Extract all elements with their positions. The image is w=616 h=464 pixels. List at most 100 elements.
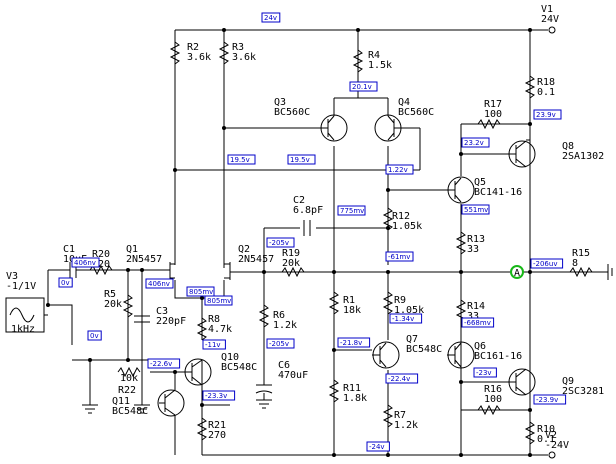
voltage-label: 20.1v bbox=[349, 81, 378, 92]
voltage-text: 23.2v bbox=[464, 139, 484, 147]
component-text: BC548C bbox=[112, 406, 148, 417]
component-text: 2SC3281 bbox=[562, 386, 604, 397]
component-text: 20k bbox=[282, 258, 300, 269]
component-text: BC548C bbox=[221, 362, 257, 373]
component-text: R13 bbox=[467, 234, 485, 245]
resistor-r2 bbox=[169, 41, 181, 65]
component-label-v3f: 1kHz bbox=[11, 324, 35, 335]
voltage-text: 805mv bbox=[207, 297, 231, 305]
component-text: C1 bbox=[63, 244, 75, 255]
component-text: 8 bbox=[572, 258, 578, 269]
voltage-text: -668mv bbox=[464, 319, 491, 327]
voltage-text: -23.3v bbox=[205, 392, 227, 400]
probe-marker[interactable]: A bbox=[510, 265, 524, 279]
voltage-text: 19.5v bbox=[230, 156, 250, 164]
voltage-label: 406nv bbox=[71, 257, 100, 268]
component-text: 24V bbox=[541, 14, 559, 25]
voltage-box bbox=[202, 339, 226, 350]
voltage-label: -1.34v bbox=[389, 313, 423, 324]
component-text: R11 bbox=[343, 383, 361, 394]
resistor-r8 bbox=[196, 317, 208, 341]
voltage-box bbox=[349, 81, 378, 92]
resistor-r7 bbox=[382, 404, 394, 428]
transistor-q9 bbox=[508, 368, 536, 396]
resistor-r11 bbox=[328, 379, 340, 403]
voltage-label: -668mv bbox=[461, 317, 495, 328]
voltage-box bbox=[202, 390, 236, 401]
component-label-r22v: 10k bbox=[120, 373, 138, 384]
voltage-label: 23.2v bbox=[461, 137, 490, 148]
component-text: R6 bbox=[273, 310, 285, 321]
component-text: 33 bbox=[467, 244, 479, 255]
resistor-r18 bbox=[524, 75, 536, 99]
component-text: 3.6k bbox=[232, 52, 256, 63]
voltage-box bbox=[87, 330, 102, 341]
component-text: C6 bbox=[278, 360, 290, 371]
component-text: 220pF bbox=[156, 316, 186, 327]
component-text: Q5 bbox=[474, 177, 486, 188]
voltage-label: 775mv bbox=[337, 205, 366, 216]
voltage-label: 805mv bbox=[186, 286, 215, 297]
transistor-q8 bbox=[508, 140, 536, 168]
component-text: Q1 bbox=[126, 244, 138, 255]
voltage-label: 406nv bbox=[145, 278, 174, 289]
component-text: 220 bbox=[92, 259, 110, 270]
voltage-label: 23.9v bbox=[533, 109, 562, 120]
component-text: 0.1 bbox=[537, 87, 555, 98]
component-text: R19 bbox=[282, 248, 300, 259]
component-text: 3.6k bbox=[187, 52, 211, 63]
voltage-label: 19.5v bbox=[227, 154, 256, 165]
wires bbox=[47, 29, 608, 456]
component-labels: V124VV2-24VV3-1/1V1kHzC110uFR20220Q12N54… bbox=[6, 4, 604, 451]
component-text: V3 bbox=[6, 271, 18, 282]
voltage-text: -23.9v bbox=[536, 396, 558, 404]
transistor-q7 bbox=[372, 341, 400, 369]
component-label-v2: V2-24V bbox=[545, 430, 569, 451]
voltage-box bbox=[461, 204, 490, 215]
voltage-label: -61mv bbox=[385, 251, 414, 262]
resistor-r16 bbox=[477, 404, 501, 416]
component-text: 0.1 bbox=[537, 434, 555, 445]
component-text: BC560C bbox=[398, 107, 434, 118]
component-text: 33 bbox=[467, 311, 479, 322]
component-text: R10 bbox=[537, 424, 555, 435]
junction-dots bbox=[46, 28, 532, 457]
component-text: V1 bbox=[541, 4, 553, 15]
component-text: 10k bbox=[120, 373, 138, 384]
component-text: Q9 bbox=[562, 376, 574, 387]
voltage-text: 406nv bbox=[74, 259, 96, 267]
voltage-box bbox=[337, 337, 371, 348]
voltage-box bbox=[287, 154, 316, 165]
component-text: 1.5k bbox=[368, 60, 392, 71]
voltage-label: -24v bbox=[366, 441, 390, 452]
component-text: 270 bbox=[208, 430, 226, 441]
resistor-r9 bbox=[382, 291, 394, 315]
resistor-r12 bbox=[382, 207, 394, 231]
jfet-q2 bbox=[224, 262, 231, 280]
voltage-box bbox=[337, 205, 366, 216]
voltage-text: 805mv bbox=[189, 288, 213, 296]
voltage-label: -23.9v bbox=[533, 394, 567, 405]
voltage-text: 775mv bbox=[340, 207, 364, 215]
voltage-box bbox=[385, 373, 419, 384]
